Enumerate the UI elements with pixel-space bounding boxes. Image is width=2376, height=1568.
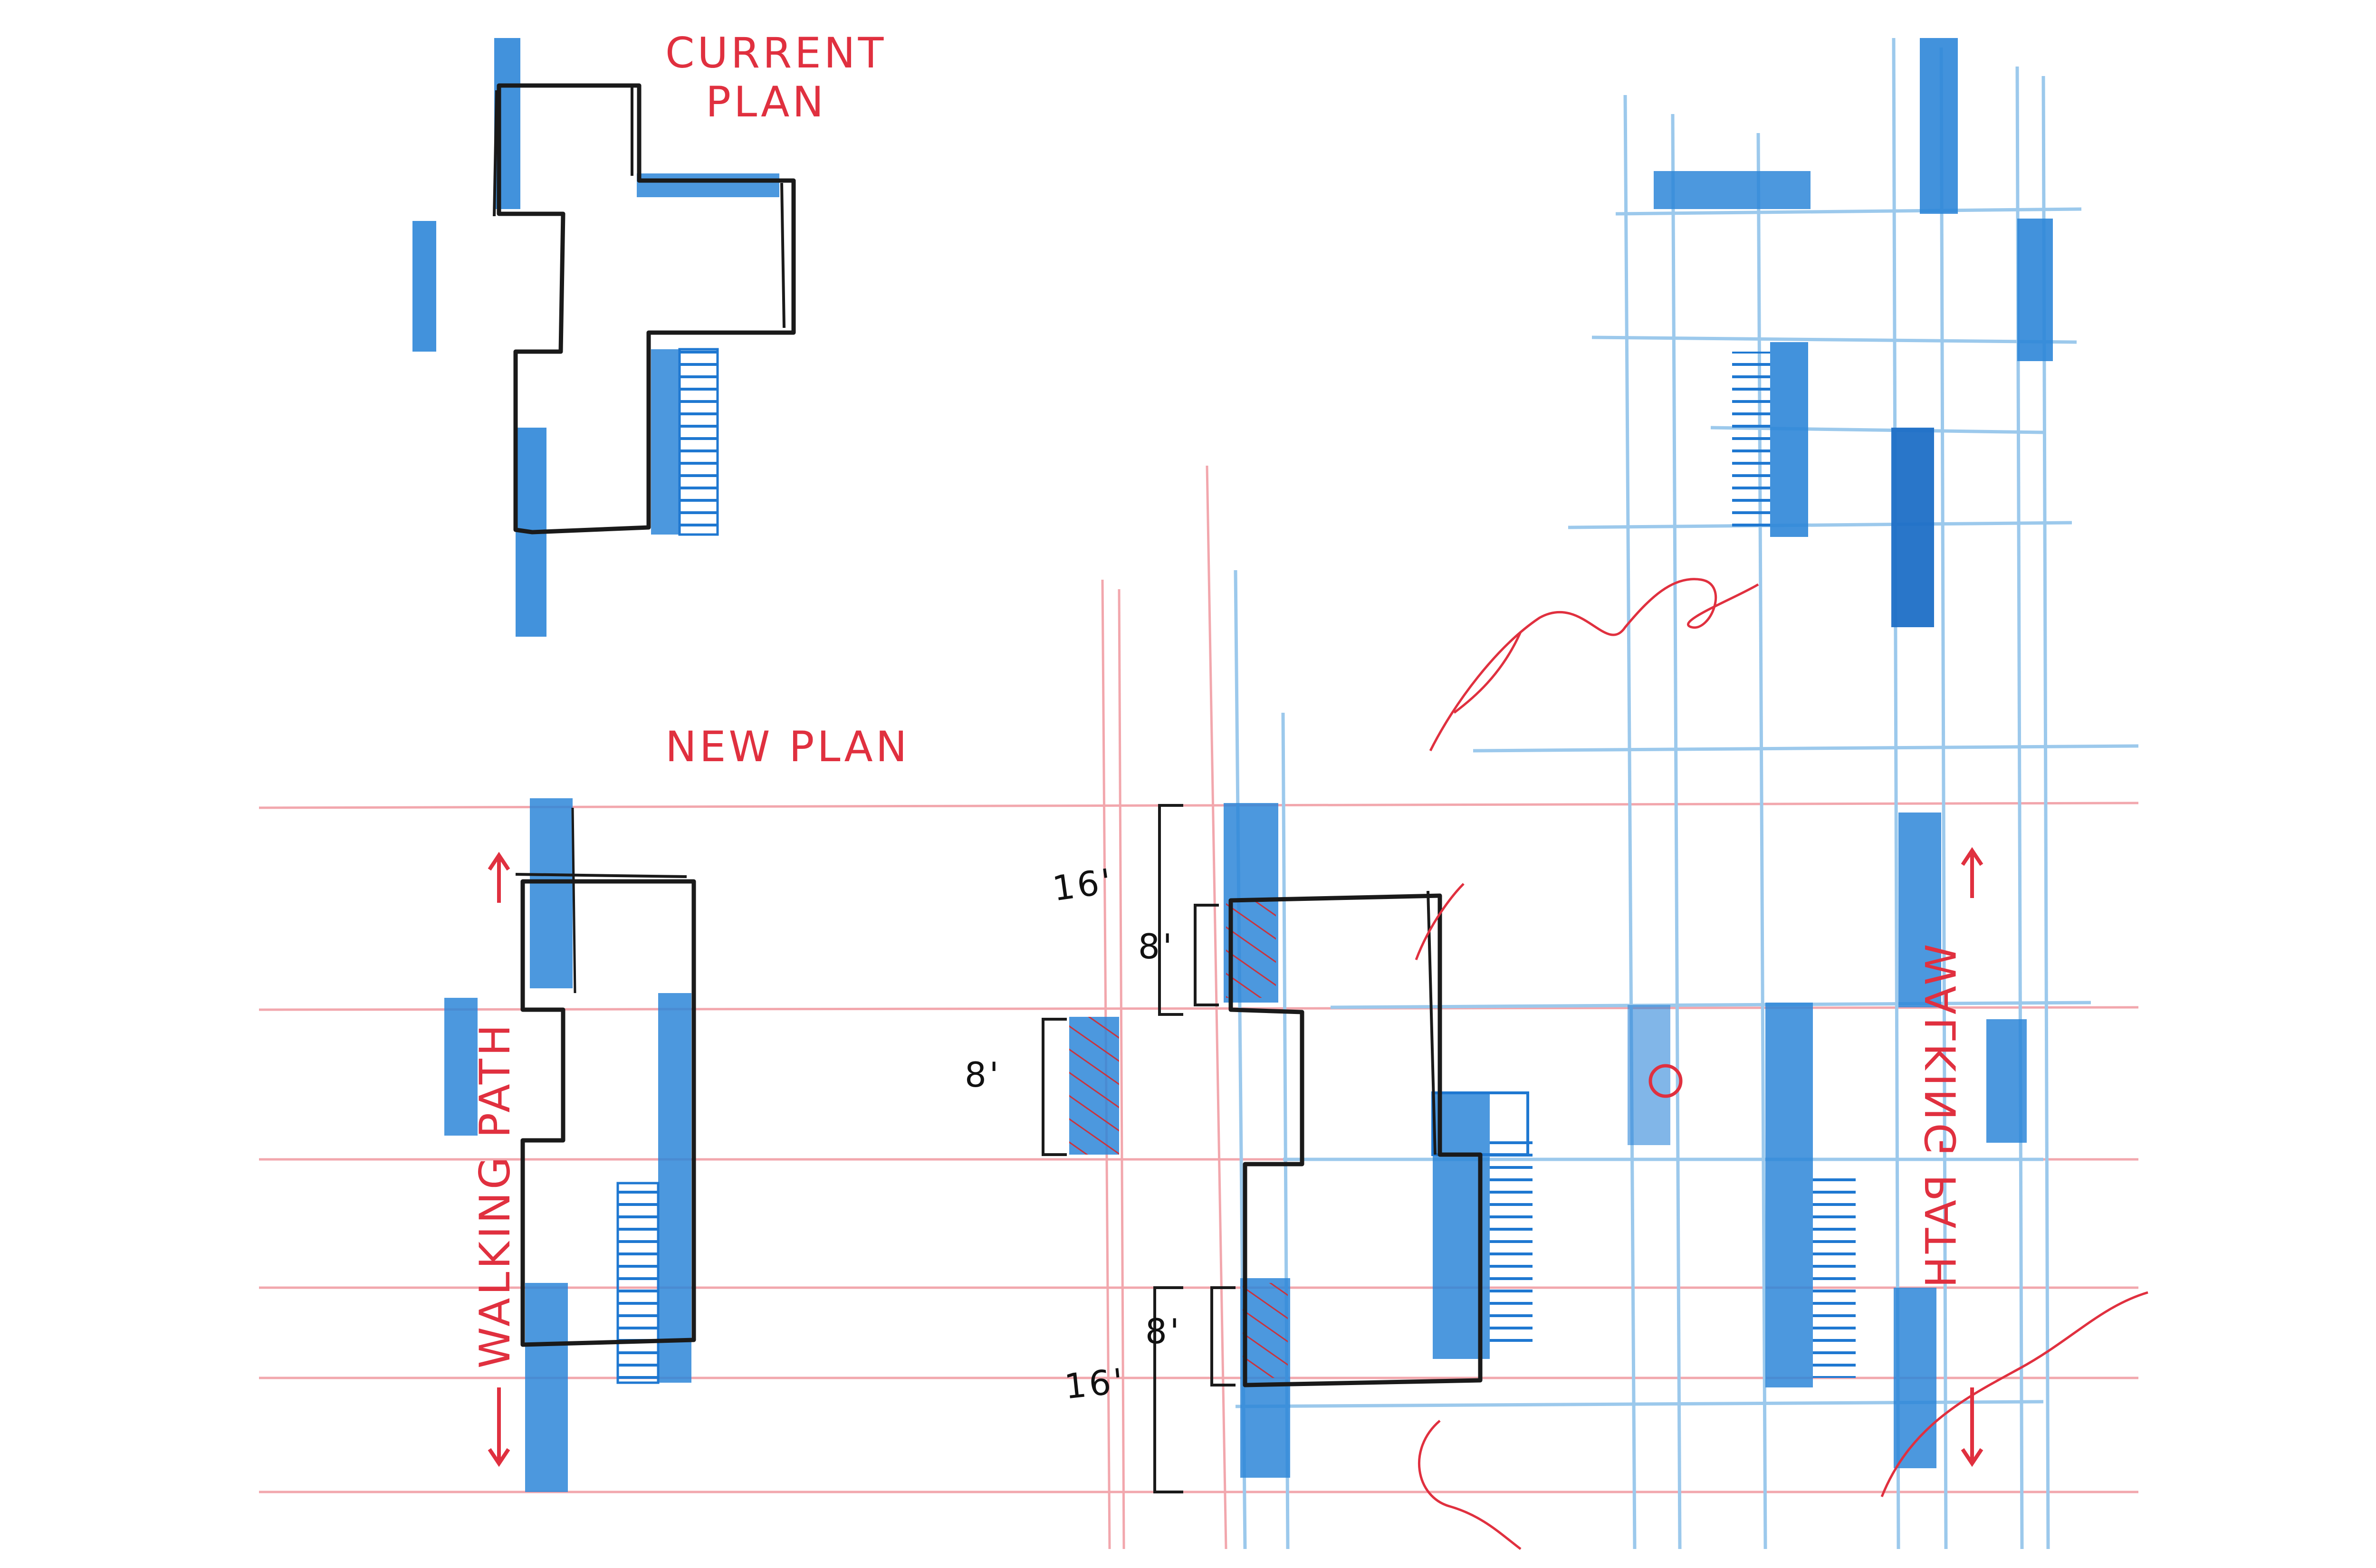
blue-wall xyxy=(1770,342,1808,537)
building-outline xyxy=(497,83,796,535)
dimension-16-top: 16' xyxy=(1050,860,1117,909)
blue-grid-lines xyxy=(1234,38,2139,1549)
column-marker xyxy=(1648,1064,1683,1098)
dimensioned-plan-sketch xyxy=(1042,803,1533,1493)
current-plan-title-line1: CURRENT xyxy=(665,29,887,77)
dimension-bracket xyxy=(1042,1018,1067,1156)
stairs xyxy=(1732,352,1770,532)
blue-wall xyxy=(412,221,436,352)
stairs xyxy=(680,349,718,535)
dimension-16-bottom: 16' xyxy=(1062,1360,1128,1407)
red-contour-lines xyxy=(1415,578,2148,1550)
arrow-down-icon xyxy=(1961,1387,1983,1467)
dimension-bracket xyxy=(1153,1286,1183,1493)
blue-wall xyxy=(525,1283,568,1492)
building-outline xyxy=(520,879,696,1347)
hatched-area xyxy=(1226,898,1276,998)
right-scheme-sketch xyxy=(1628,38,2053,1468)
arrow-down-icon xyxy=(488,1387,510,1467)
dimension-bracket xyxy=(1210,1286,1236,1386)
current-plan-title-line2: PLAN xyxy=(706,77,827,126)
blue-wall xyxy=(1920,38,1958,214)
stairs xyxy=(1813,1178,1856,1378)
dimension-bracket xyxy=(1194,904,1219,1006)
blue-wall xyxy=(1898,813,1941,1007)
blue-wall xyxy=(1894,1288,1936,1468)
arrow-up-icon xyxy=(488,851,510,903)
current-plan-title: CURRENT PLAN xyxy=(665,29,886,126)
walking-path-label-right: WALKING PATH xyxy=(1916,944,1966,1291)
walking-path-label-left: WALKING PATH xyxy=(470,1022,519,1368)
blue-wall xyxy=(1654,171,1811,209)
dimension-8-left: 8' xyxy=(965,1055,1002,1095)
hatched-area xyxy=(1243,1283,1288,1378)
new-plan-sketch xyxy=(444,798,696,1492)
arrow-up-icon xyxy=(1961,847,1983,898)
stairs xyxy=(618,1183,658,1383)
dimension-bracket xyxy=(1158,804,1183,1016)
current-plan-sketch xyxy=(412,38,796,637)
blue-wall xyxy=(1986,1019,2027,1143)
blue-wall xyxy=(444,998,478,1136)
hatched-area xyxy=(1069,1017,1119,1155)
blue-wall xyxy=(1628,1005,1670,1145)
blue-wall xyxy=(1891,428,1934,627)
blue-wall xyxy=(1765,1003,1813,1387)
blue-wall xyxy=(2017,219,2053,361)
blue-wall xyxy=(658,993,691,1383)
blue-wall xyxy=(530,798,573,988)
blue-wall xyxy=(637,173,779,197)
new-plan-title: NEW PLAN xyxy=(665,722,910,771)
dimension-8-top: 8' xyxy=(1138,927,1175,966)
stairs xyxy=(1490,1140,1533,1349)
building-outline xyxy=(1228,893,1483,1387)
dimension-8-bottom: 8' xyxy=(1145,1311,1182,1351)
blue-wall xyxy=(651,349,680,535)
